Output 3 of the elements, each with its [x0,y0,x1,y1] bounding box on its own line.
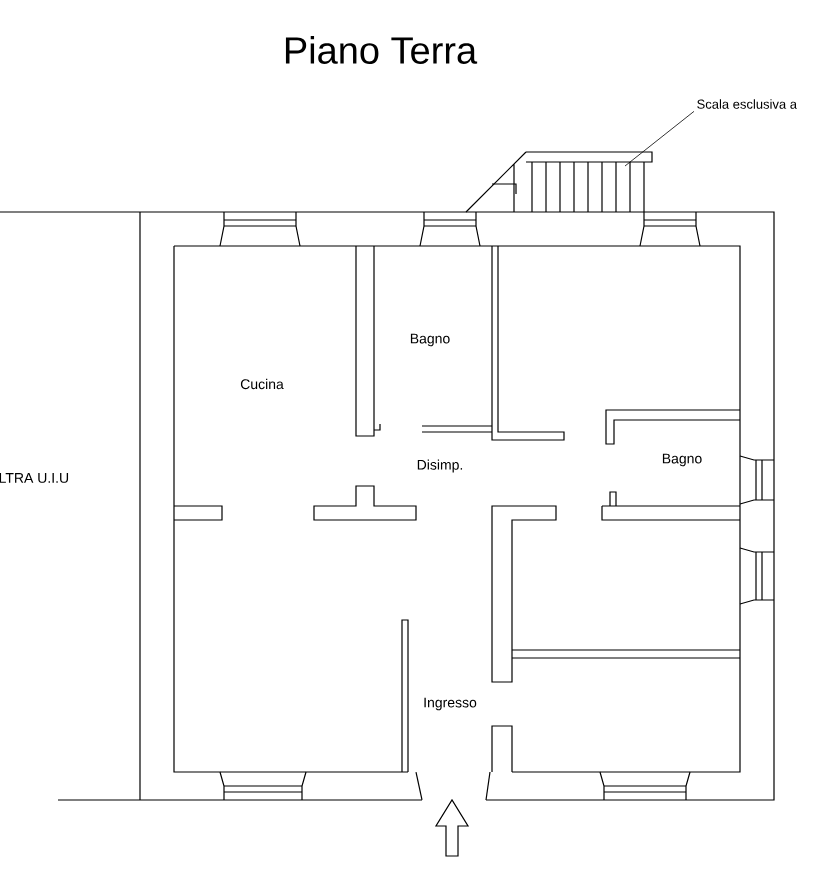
leader-line [624,110,695,167]
title: Piano Terra [285,36,478,64]
staircase-drawing [465,151,653,213]
